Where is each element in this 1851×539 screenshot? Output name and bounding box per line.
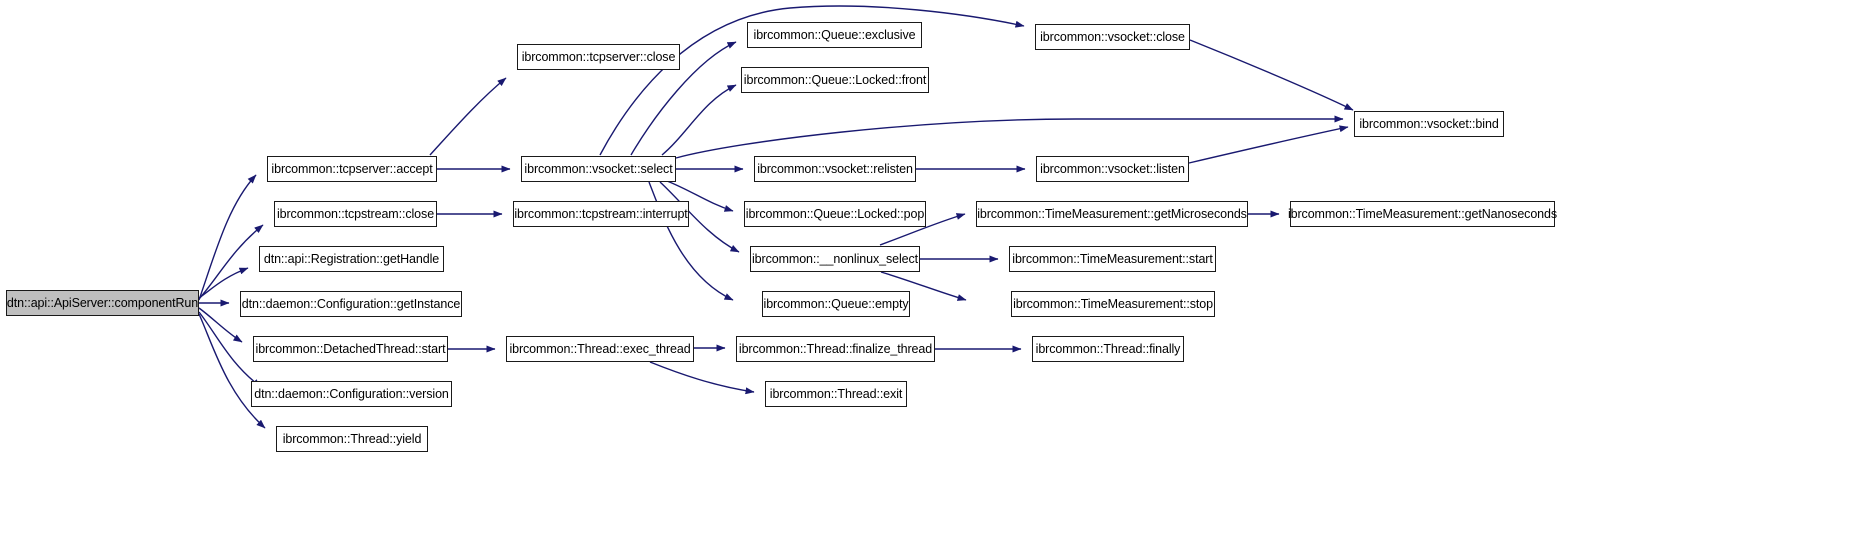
graph-node-n25[interactable]: ibrcommon::TimeMeasurement::start [1009, 246, 1216, 272]
graph-node-label: ibrcommon::__nonlinux_select [751, 251, 919, 266]
graph-node-n5[interactable]: ibrcommon::DetachedThread::start [253, 336, 448, 362]
graph-node-label: ibrcommon::vsocket::bind [1359, 116, 1499, 131]
graph-node-n4[interactable]: dtn::daemon::Configuration::getInstance [240, 291, 462, 317]
graph-node-n26[interactable]: ibrcommon::TimeMeasurement::stop [1011, 291, 1215, 317]
graph-edge-n9-to-n17 [648, 181, 734, 301]
graph-edge-n11-to-n19 [649, 361, 755, 395]
graph-node-label: ibrcommon::tcpserver::close [521, 49, 676, 64]
graph-node-n3[interactable]: dtn::api::Registration::getHandle [259, 246, 444, 272]
graph-node-label: ibrcommon::vsocket::select [524, 161, 673, 176]
graph-edge-n0-to-n1 [198, 174, 257, 301]
graph-node-n22[interactable]: ibrcommon::vsocket::listen [1036, 156, 1189, 182]
graph-node-label: dtn::daemon::Configuration::getInstance [241, 296, 461, 311]
graph-node-n8[interactable]: ibrcommon::tcpserver::close [517, 44, 680, 70]
graph-edge-n9-to-n21 [675, 115, 1344, 159]
graph-node-label: ibrcommon::Queue::empty [763, 296, 909, 311]
graph-node-n20[interactable]: ibrcommon::vsocket::close [1035, 24, 1190, 50]
graph-node-n23[interactable]: ibrcommon::TimeMeasurement::getMicroseco… [976, 201, 1248, 227]
graph-node-label: ibrcommon::Queue::exclusive [753, 27, 916, 42]
graph-node-label: ibrcommon::tcpstream::close [276, 206, 435, 221]
graph-node-n16[interactable]: ibrcommon::__nonlinux_select [750, 246, 920, 272]
graph-node-n2[interactable]: ibrcommon::tcpstream::close [274, 201, 437, 227]
graph-edge-n22-to-n21 [1188, 125, 1349, 164]
graph-node-n14[interactable]: ibrcommon::vsocket::relisten [754, 156, 916, 182]
graph-node-n1[interactable]: ibrcommon::tcpserver::accept [267, 156, 437, 182]
graph-node-n7[interactable]: ibrcommon::Thread::yield [276, 426, 428, 452]
graph-node-label: ibrcommon::TimeMeasurement::getNanosecon… [1287, 206, 1558, 221]
graph-node-label: dtn::api::ApiServer::componentRun [6, 295, 199, 310]
graph-node-n9[interactable]: ibrcommon::vsocket::select [521, 156, 676, 182]
graph-node-label: ibrcommon::Thread::finally [1035, 341, 1181, 356]
graph-node-label: ibrcommon::Queue::Locked::front [743, 72, 927, 87]
graph-node-n27[interactable]: ibrcommon::Thread::finally [1032, 336, 1184, 362]
graph-node-n12[interactable]: ibrcommon::Queue::exclusive [747, 22, 922, 48]
graph-edge-n0-to-n2 [198, 224, 264, 300]
graph-node-label: dtn::daemon::Configuration::version [254, 386, 449, 401]
graph-node-label: ibrcommon::TimeMeasurement::stop [1013, 296, 1213, 311]
graph-node-label: ibrcommon::Thread::yield [282, 431, 422, 446]
graph-edge-n9-to-n13 [661, 84, 737, 156]
graph-node-label: dtn::api::Registration::getHandle [263, 251, 440, 266]
graph-node-n11[interactable]: ibrcommon::Thread::exec_thread [506, 336, 694, 362]
graph-node-n21[interactable]: ibrcommon::vsocket::bind [1354, 111, 1504, 137]
graph-node-n13[interactable]: ibrcommon::Queue::Locked::front [741, 67, 929, 93]
graph-edge-n20-to-n21 [1189, 39, 1354, 111]
graph-edge-n0-to-n5 [198, 307, 243, 343]
graph-node-label: ibrcommon::DetachedThread::start [255, 341, 446, 356]
graph-node-label: ibrcommon::Thread::exit [769, 386, 903, 401]
graph-node-n10[interactable]: ibrcommon::tcpstream::interrupt [513, 201, 689, 227]
graph-node-label: ibrcommon::TimeMeasurement::getMicroseco… [977, 206, 1247, 221]
graph-node-n15[interactable]: ibrcommon::Queue::Locked::pop [744, 201, 926, 227]
graph-node-label: ibrcommon::tcpserver::accept [271, 161, 433, 176]
graph-node-label: ibrcommon::vsocket::close [1040, 29, 1185, 44]
graph-node-label: ibrcommon::tcpstream::interrupt [514, 206, 688, 221]
graph-node-n18[interactable]: ibrcommon::Thread::finalize_thread [736, 336, 935, 362]
graph-node-n0[interactable]: dtn::api::ApiServer::componentRun [6, 290, 199, 316]
graph-edge-n0-to-n7 [198, 313, 266, 429]
graph-node-label: ibrcommon::Queue::Locked::pop [745, 206, 925, 221]
graph-node-n19[interactable]: ibrcommon::Thread::exit [765, 381, 907, 407]
graph-node-n17[interactable]: ibrcommon::Queue::empty [762, 291, 910, 317]
graph-node-n24[interactable]: ibrcommon::TimeMeasurement::getNanosecon… [1288, 201, 1557, 227]
graph-node-label: ibrcommon::vsocket::listen [1040, 161, 1185, 176]
graph-node-label: ibrcommon::Thread::finalize_thread [738, 341, 933, 356]
graph-node-label: ibrcommon::Thread::exec_thread [509, 341, 691, 356]
graph-node-label: ibrcommon::TimeMeasurement::start [1012, 251, 1213, 266]
graph-edge-n1-to-n8 [429, 77, 507, 156]
graph-node-label: ibrcommon::vsocket::relisten [757, 161, 913, 176]
graph-node-n6[interactable]: dtn::daemon::Configuration::version [251, 381, 452, 407]
